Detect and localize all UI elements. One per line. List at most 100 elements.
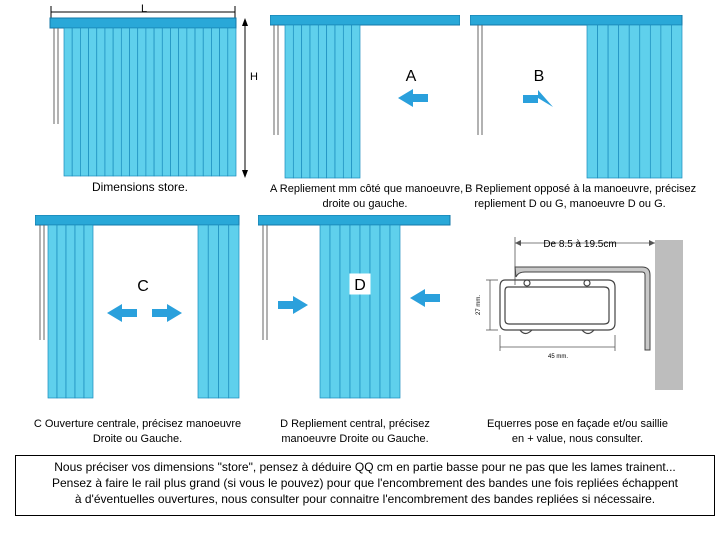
slat [628,24,641,179]
caption-line-2: droite ou gauche. [322,198,408,210]
slat [211,27,220,177]
height-label: H [250,71,258,83]
caption-line-2: en + value, nous consulter. [511,433,644,445]
slat [369,224,381,399]
arrow-left-icon [107,304,137,322]
arrow-right-icon [152,304,182,322]
bracket-profile-diagram: De 8.5 à 19.5cm 27 mm. 45 mm. [476,237,683,390]
height-dimension-line [486,279,498,331]
rail [258,215,451,226]
slat [218,224,230,399]
slat [186,27,196,177]
option-letter: C [137,278,149,295]
width-dimension-line: L [50,3,236,18]
slat [339,224,351,399]
slat [228,224,240,399]
width-label: L [141,3,147,15]
slat [329,224,341,399]
slat [301,24,311,179]
rail [35,215,240,226]
slat [120,27,130,177]
slats [586,24,683,179]
wall [655,240,683,390]
slat [284,24,294,179]
slat [80,27,89,177]
slat [47,224,58,399]
arrow-left-icon [398,89,428,107]
dimensions-caption: Dimensions store. [40,180,240,195]
control-cord [53,28,59,124]
slat [597,24,609,179]
slats [319,224,401,399]
slat [56,224,67,399]
slat [342,24,353,179]
slat [326,24,336,179]
option-a-diagram: A [270,15,460,179]
slat [96,27,106,177]
width-dimension-line [499,335,616,351]
slat [660,24,672,179]
option-b-diagram: B [470,15,683,179]
option-c-caption: C Ouverture centrale, précisez manoeuvre… [30,417,245,447]
note-line-3: à d'éventuelles ouvertures, nous consult… [74,492,656,506]
range-label: De 8.5 à 19.5cm [543,239,616,250]
slats-right [197,224,240,399]
option-letter: D [354,277,366,294]
arrow-right-icon [523,90,553,107]
slats-left [47,224,94,399]
caption-line-1: A Repliement mm côté que manoeuvre, [270,183,464,195]
caption-line-2: Droite ou Gauche. [92,433,183,445]
slat [618,24,630,179]
note-line-1: Nous préciser vos dimensions "store", pe… [54,460,676,474]
slat [197,224,209,399]
arrow-right-icon [278,296,308,314]
slat [334,24,344,179]
control-cord [262,225,268,340]
control-cord [39,225,45,340]
slat [112,27,122,177]
slat [317,24,328,179]
dimensions-diagram: L H [49,3,258,178]
caption-line-2: manoeuvre Droite ou Gauche. [281,433,429,445]
slat [104,27,114,177]
slat [71,27,81,177]
slat [649,24,662,179]
caption-text: Dimensions store. [91,180,189,194]
slat [359,224,371,399]
option-d-diagram: D [258,215,451,399]
slat [202,27,212,177]
slat [153,27,163,177]
letter-box [349,273,371,295]
slat [145,27,155,177]
slat [586,24,598,179]
instructions-note: Nous préciser vos dimensions "store", pe… [15,455,715,516]
slat [671,24,683,179]
option-a-caption: A Repliement mm côté que manoeuvre, droi… [270,182,464,212]
slat [639,24,651,179]
caption-line-1: Equerres pose en façade et/ou saillie [486,418,668,430]
slat [227,27,237,177]
option-b-caption: B Repliement opposé à la manoeuvre, préc… [465,182,696,212]
option-letter: B [534,68,545,85]
rail [470,15,683,26]
control-cord [477,25,483,135]
height-dim-label: 27 mm. [476,295,482,315]
caption-line-1: D Repliement central, précisez [280,418,430,430]
width-dim-label: 45 mm. [548,354,568,360]
slats [63,27,237,177]
slat [309,24,319,179]
bracket-caption: Equerres pose en façade et/ou saillie en… [470,417,685,447]
slat [379,224,391,399]
slat [389,224,401,399]
slat [65,224,76,399]
height-dimension-line: H [242,18,258,178]
option-c-diagram: C [35,215,240,399]
caption-line-1: C Ouverture centrale, précisez manoeuvre [33,418,242,430]
slat [351,24,361,179]
option-letter: A [406,68,417,85]
control-cord [273,25,279,135]
slats [284,24,361,179]
slat [129,27,139,177]
range-dimension-line [514,237,655,285]
slat [83,224,94,399]
